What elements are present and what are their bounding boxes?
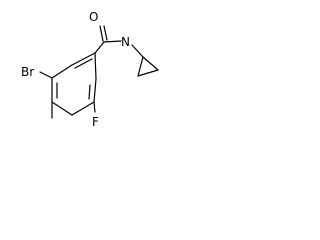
- cyclopropyl-bond-bottom: [137, 69, 159, 77]
- ring-bond-top-right: [94, 52, 97, 80]
- ring-bond-top-left: [71, 52, 96, 66]
- carbonyl-double-bond-a: [99, 25, 104, 42]
- carbonyl-double-bond-b: [103, 25, 108, 41]
- nitrogen-atom-label: N: [121, 35, 130, 49]
- ring-inner-double-right: [88, 84, 91, 100]
- cyclopropyl-bond-top: [142, 56, 159, 71]
- fluorine-bond: [93, 101, 96, 113]
- nitrogen-to-cyclopropyl-bond: [131, 44, 144, 58]
- bromine-atom-label: Br: [21, 65, 34, 79]
- bromine-bond: [39, 71, 53, 79]
- cyclopropyl-bond-left: [137, 56, 144, 77]
- ring-bond-bottom-right: [71, 101, 95, 116]
- fluorine-atom-label: F: [92, 115, 99, 129]
- ring-bond-upper-left: [51, 64, 73, 79]
- ring-bond-right: [93, 78, 97, 103]
- oxygen-atom-label: O: [89, 10, 98, 24]
- ring-inner-double-top: [74, 58, 93, 69]
- molecule-structure: O N Br F: [21, 10, 159, 129]
- carbonyl-to-nitrogen-bond: [103, 40, 122, 43]
- ring-bond-bottom-left: [51, 101, 73, 116]
- ring-to-carbonyl-bond: [94, 41, 105, 54]
